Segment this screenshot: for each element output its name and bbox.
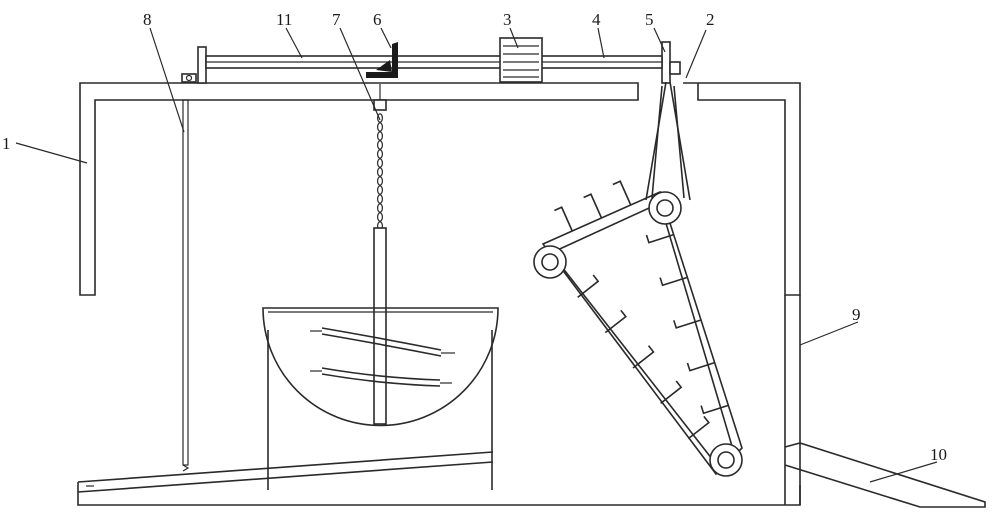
callout-2: 2 [706, 10, 715, 29]
housing [77, 82, 801, 506]
conveyor-hook [645, 233, 674, 244]
chain-link [377, 131, 384, 141]
conveyor-hook [632, 345, 655, 369]
motor-body [499, 37, 543, 83]
housing-base [77, 482, 801, 506]
leader-2 [685, 29, 707, 79]
drive-belt [645, 81, 691, 201]
chain-link [377, 185, 384, 195]
shaft-right-bolt [669, 61, 681, 75]
leader-4 [597, 27, 605, 59]
conveyor-hook [612, 180, 632, 206]
leader-5 [653, 27, 666, 53]
leader-6 [380, 27, 392, 49]
motor-block [499, 37, 543, 83]
conveyor [533, 81, 743, 477]
chain-link [377, 149, 384, 159]
leader-8 [149, 27, 185, 133]
conveyor-hook [686, 361, 715, 372]
conveyor-hook [700, 404, 729, 415]
vertical-rod-body [182, 99, 189, 466]
housing-right-wall [784, 295, 801, 505]
chain-link [377, 203, 384, 213]
conveyor-hook [554, 206, 573, 232]
bevel-gear-tooth [376, 60, 392, 72]
callout-4: 4 [592, 10, 601, 29]
mixer [262, 227, 499, 490]
mixer-blade-lower [321, 367, 441, 381]
callout-6: 6 [373, 10, 382, 29]
leader-3 [509, 27, 519, 49]
chain-link [377, 167, 384, 177]
housing-right-top [683, 82, 801, 296]
mixer-blade-upper [321, 327, 442, 351]
vertical-rod [182, 99, 190, 472]
conveyor-hook [687, 415, 710, 440]
callout-9: 9 [852, 305, 861, 324]
drive-belt-inner [651, 85, 685, 199]
conveyor-hook [604, 309, 627, 334]
housing-top-plate [79, 82, 639, 296]
callout-10: 10 [930, 445, 947, 464]
callout-7: 7 [332, 10, 341, 29]
inclined-tray [77, 451, 494, 493]
mixer-shaft [373, 227, 387, 425]
top-shaft [181, 41, 681, 84]
shaft-left-bolt [181, 73, 197, 83]
pulley-top-hub [656, 199, 674, 217]
pulley-bottom-hub [717, 451, 735, 469]
chain-link [377, 194, 384, 204]
pulley-left-hub [541, 253, 559, 271]
chain-coupling [373, 99, 387, 111]
bevel-gear-body [366, 42, 398, 78]
discharge-chute-plate [784, 442, 986, 508]
leader-9 [799, 321, 859, 346]
chain-link [377, 122, 384, 132]
chain-link [377, 212, 384, 222]
leader-11 [285, 27, 303, 59]
conveyor-hook [583, 193, 603, 219]
shaft-left-bolt-hole [185, 74, 193, 82]
mixing-bowl [262, 307, 499, 427]
conveyor-hook [659, 276, 688, 287]
shaft-left-post [197, 46, 207, 84]
bevel-gear [366, 42, 398, 78]
conveyor-hook [660, 380, 683, 404]
callout-labels: 1 2 3 4 5 6 7 8 9 10 11 [2, 10, 947, 464]
leader-lines [15, 27, 938, 483]
callout-3: 3 [503, 10, 512, 29]
callout-11: 11 [276, 10, 292, 29]
chain-link [377, 176, 384, 186]
callout-5: 5 [645, 10, 654, 29]
chain [373, 84, 387, 231]
chain-link [377, 140, 384, 150]
conveyor-belt-outer [541, 190, 743, 476]
leader-1 [15, 142, 88, 164]
mixer-blade-upper-edge [321, 333, 442, 357]
callout-1: 1 [2, 134, 11, 153]
callout-8: 8 [143, 10, 152, 29]
mixer-blade-lower-edge [321, 373, 441, 387]
conveyor-hook [673, 319, 702, 329]
discharge-chute [784, 442, 986, 508]
rod-tip [182, 464, 190, 472]
leader-10 [869, 461, 938, 483]
leader-7 [339, 27, 381, 121]
tray-plate [77, 451, 494, 493]
chain-link [377, 158, 384, 168]
conveyor-hook [577, 274, 600, 298]
